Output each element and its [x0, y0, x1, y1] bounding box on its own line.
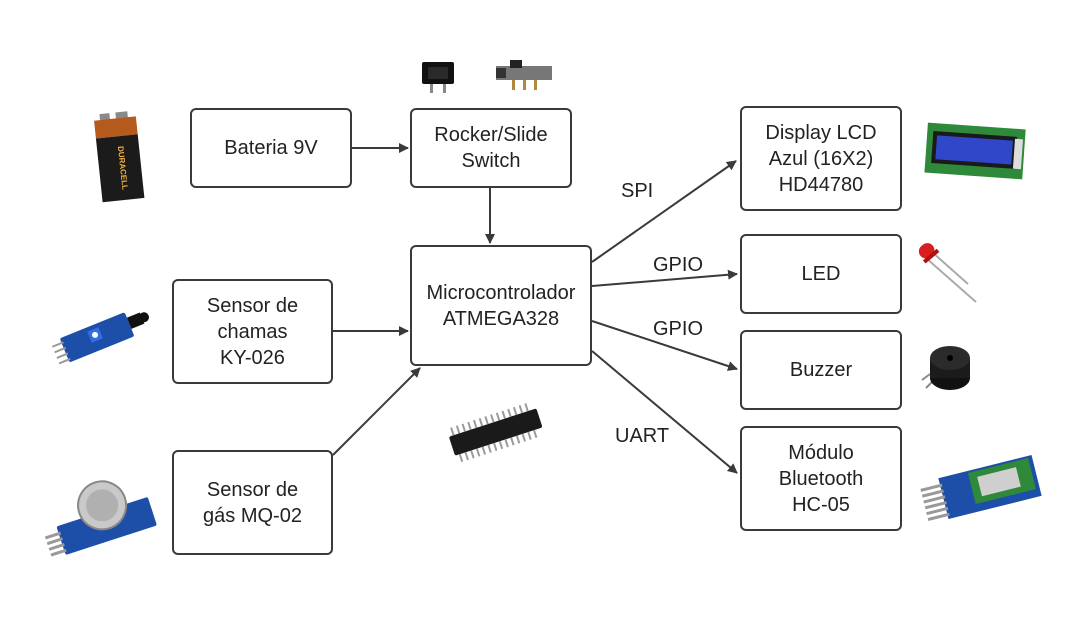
arrow-mcu-to-bluetooth [591, 350, 738, 474]
node-buzzer: Buzzer [740, 330, 902, 410]
led-image [918, 243, 977, 303]
edge-label-gpio-led: GPIO [653, 254, 704, 276]
arrow-mcu-to-led [591, 269, 738, 287]
arrow-mcu-to-lcd [591, 160, 737, 263]
node-bluetooth-label: Módulo Bluetooth HC-05 [778, 441, 864, 516]
node-gas-sensor-label: Sensor de gás MQ-02 [203, 478, 302, 527]
node-battery-label: Bateria 9V [224, 137, 318, 159]
lcd-display-image [924, 122, 1026, 180]
edge-label-gpio-buzzer: GPIO [653, 318, 704, 340]
node-flame-sensor-label: Sensor de chamas KY-026 [206, 294, 299, 369]
arrow-gas-to-mcu [332, 367, 421, 456]
node-bluetooth: Módulo Bluetooth HC-05 [740, 426, 902, 531]
node-lcd-label: Display LCD Azul (16X2) HD44780 [765, 121, 877, 196]
node-switch-label: Rocker/Slide Switch [434, 124, 548, 172]
node-microcontroller: Microcontrolador ATMEGA328 [410, 245, 592, 366]
node-buzzer-label: Buzzer [789, 359, 853, 381]
gas-sensor-image [44, 480, 157, 557]
node-gas-sensor: Sensor de gás MQ-02 [172, 450, 333, 555]
node-microcontroller-label: Microcontrolador ATMEGA328 [426, 281, 576, 330]
arrow-mcu-to-buzzer [591, 320, 738, 371]
node-flame-sensor: Sensor de chamas KY-026 [172, 279, 333, 384]
bluetooth-module-image [920, 455, 1042, 521]
node-led: LED [740, 234, 902, 314]
atmega328-chip-image [449, 403, 543, 463]
edge-label-uart: UART [615, 425, 670, 447]
flame-sensor-image [51, 312, 149, 365]
slide-switch-image [496, 60, 552, 90]
edge-label-spi: SPI [621, 180, 654, 202]
rocker-switch-image [422, 62, 454, 93]
node-lcd: Display LCD Azul (16X2) HD44780 [740, 106, 902, 211]
node-battery: Bateria 9V [190, 108, 352, 188]
node-led-label: LED [801, 263, 841, 285]
battery-image: DURACELL [94, 111, 145, 203]
buzzer-image [921, 346, 970, 390]
node-switch: Rocker/Slide Switch [410, 108, 572, 188]
